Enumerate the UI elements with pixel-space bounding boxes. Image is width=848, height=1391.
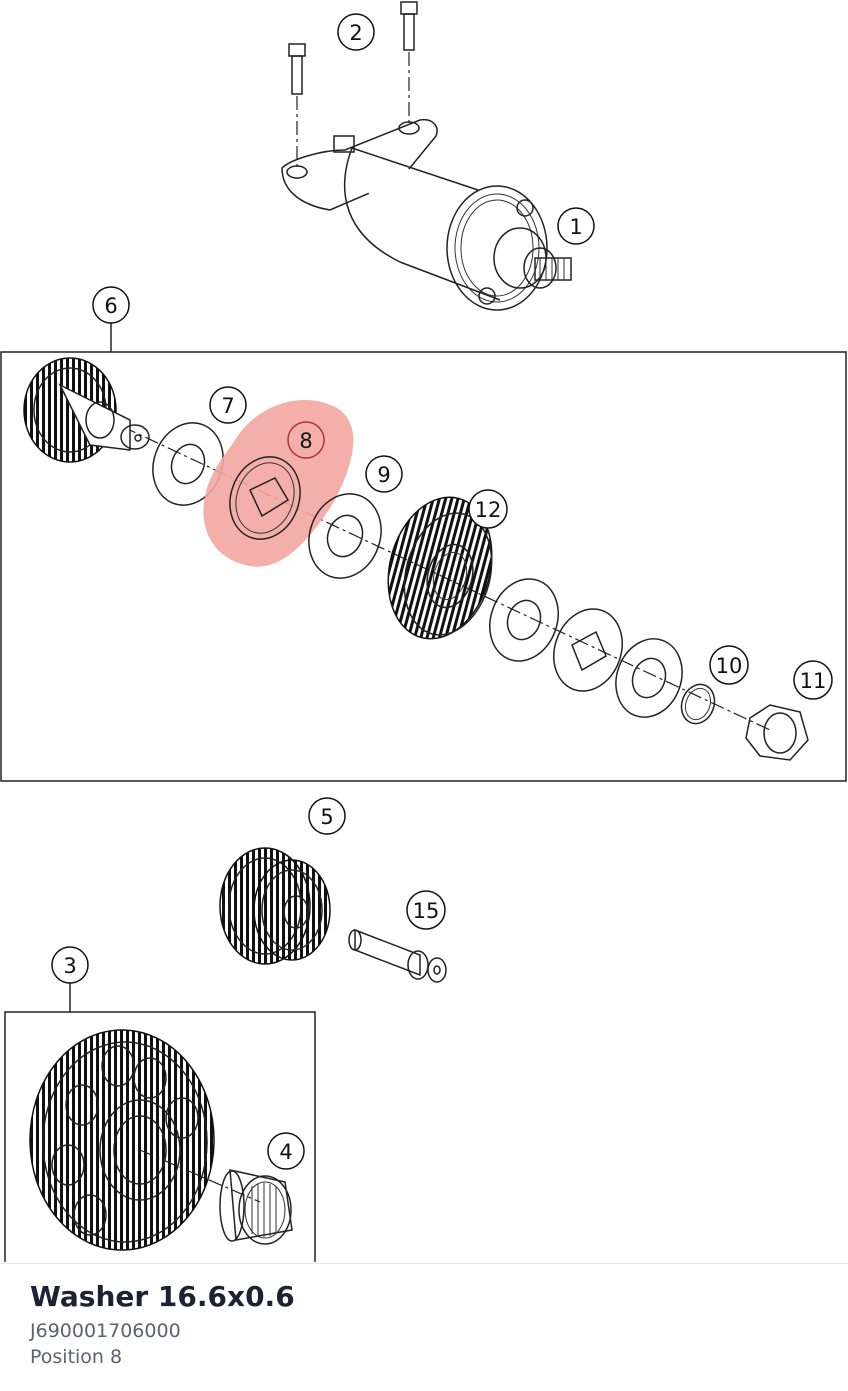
bolt-left [288,43,306,168]
callout-15[interactable]: 15 [406,890,446,930]
svg-text:12: 12 [475,498,502,522]
part-position: Position 8 [30,1346,123,1368]
svg-text:15: 15 [413,899,440,923]
callout-8[interactable]: 8 [287,421,325,459]
svg-text:2: 2 [349,21,362,45]
washer-right-c[interactable] [605,629,693,726]
callout-6[interactable]: 6 [92,286,130,324]
washer-right-a[interactable] [479,569,570,671]
exploded-parts-diagram: 1 2 6 7 8 9 12 10 11 5 15 3 [0,1,847,1262]
washer-8[interactable] [219,447,312,549]
callout-1[interactable]: 1 [557,207,595,245]
callout-4[interactable]: 4 [267,1132,305,1170]
svg-text:1: 1 [569,215,582,239]
svg-text:9: 9 [377,463,390,487]
svg-text:6: 6 [104,294,117,318]
svg-text:4: 4 [279,1140,292,1164]
callout-3[interactable]: 3 [51,946,89,984]
svg-text:11: 11 [800,669,827,693]
callout-2[interactable]: 2 [337,13,375,51]
idler-shaft-gear[interactable] [23,357,150,463]
assembly-frame-3 [4,1011,316,1262]
part-number: J690001706000 [30,1320,181,1342]
starter-gear-3[interactable] [29,1029,215,1251]
nut-11[interactable] [745,704,809,761]
callout-7[interactable]: 7 [209,386,247,424]
starter-motor[interactable] [281,1,572,311]
washer-right-b[interactable] [543,599,634,701]
callout-10[interactable]: 10 [709,645,749,685]
circlip-10[interactable] [676,680,720,729]
shaft-pin-15[interactable] [348,928,447,983]
callout-5[interactable]: 5 [308,797,346,835]
assembly-frame-6 [0,351,847,782]
idler-gear-12[interactable] [373,486,507,651]
svg-text:5: 5 [320,805,333,829]
bolt-right [400,1,418,124]
svg-text:7: 7 [221,394,234,418]
svg-text:3: 3 [63,954,76,978]
callout-9[interactable]: 9 [365,455,403,493]
svg-text:8: 8 [299,429,312,453]
needle-bearing-4[interactable] [219,1169,293,1245]
svg-text:10: 10 [716,654,743,678]
part-title: Washer 16.6x0.6 [30,1280,295,1313]
part-info-panel: Washer 16.6x0.6 J690001706000 Position 8 [0,1263,848,1391]
washer-9[interactable] [297,484,392,589]
callout-12[interactable]: 12 [468,489,508,529]
double-gear-5[interactable] [219,847,331,965]
callout-11[interactable]: 11 [793,660,833,700]
